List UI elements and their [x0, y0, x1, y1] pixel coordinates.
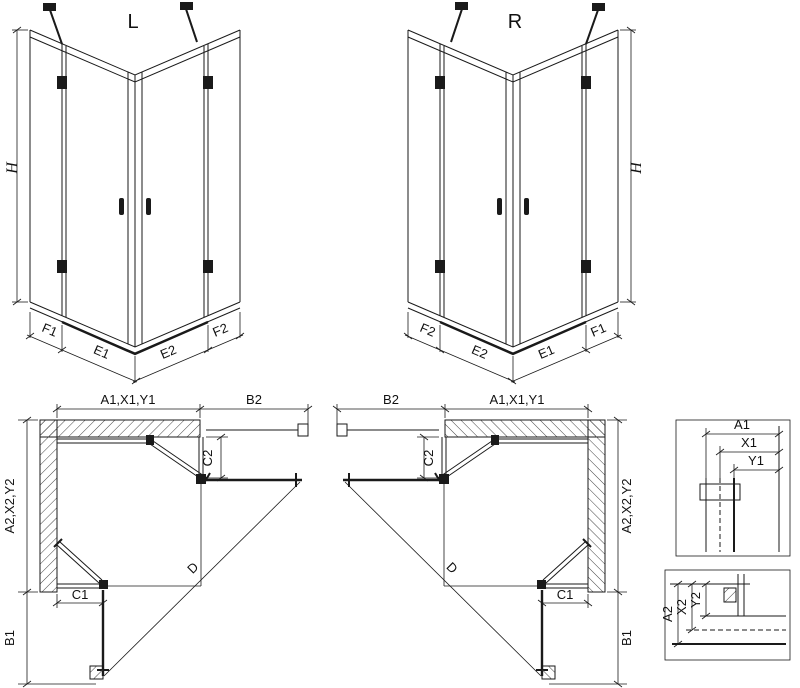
plan-dim-b2: B2 — [246, 392, 262, 407]
detail-dim-x1: X1 — [741, 435, 757, 450]
plan-view-right: B2 A1,X1,Y1 C2 A2,X2,Y2 C1 D B1 — [333, 392, 634, 687]
dim-label-f2: F2 — [210, 320, 230, 340]
detail-top-border — [675, 419, 791, 557]
dim-label-f1: F1 — [40, 320, 60, 340]
front-view-right: R H F2 E2 E1 F1 — [404, 2, 645, 384]
detail-view-top: A1 X1 Y1 — [675, 417, 791, 557]
plan-view-left: A1,X1,Y1 B2 C2 A2,X2,Y2 C1 D B1 — [2, 392, 312, 687]
detail-dim-a1: A1 — [734, 417, 750, 432]
height-dim-label: H — [4, 161, 21, 175]
detail-bottom-border — [664, 569, 791, 661]
variant-label-left: L — [127, 11, 138, 33]
plan-dim-a2x2y2: A2,X2,Y2 — [2, 479, 17, 534]
floor-profile-section — [672, 574, 786, 645]
dim-label-e1: E1 — [92, 342, 113, 362]
plan-dim-c2: C2 — [200, 450, 215, 467]
detail-view-bottom: A2 X2 Y2 — [660, 569, 791, 661]
plan-dim-b1: B1 — [2, 630, 17, 646]
detail-dim-a2: A2 — [660, 606, 675, 622]
plan-dim-b2: B2 — [383, 392, 399, 407]
dim-label-e2: E2 — [470, 342, 491, 362]
front-view-left: L H F1 E1 E2 F2 — [4, 2, 244, 384]
dim-label-e2: E2 — [158, 342, 179, 362]
detail-dim-y2: Y2 — [688, 592, 703, 608]
detail-dim-x2: X2 — [674, 599, 689, 615]
height-dim-label: H — [628, 161, 645, 175]
plan-dim-d: D — [444, 559, 461, 576]
plan-dim-a1x1y1: A1,X1,Y1 — [490, 392, 545, 407]
plan-dim-c1: C1 — [72, 587, 89, 602]
plan-dim-a1x1y1: A1,X1,Y1 — [101, 392, 156, 407]
plan-dim-c1: C1 — [557, 587, 574, 602]
plan-dim-a2x2y2: A2,X2,Y2 — [619, 479, 634, 534]
plan-dim-d: D — [184, 559, 201, 576]
plan-dim-b1: B1 — [619, 630, 634, 646]
variant-label-right: R — [508, 11, 522, 33]
dim-label-f2: F2 — [418, 320, 438, 340]
plan-dim-c2: C2 — [421, 450, 436, 467]
dim-label-e1: E1 — [536, 342, 557, 362]
wall-profile-section — [699, 478, 741, 552]
dim-label-f1: F1 — [588, 320, 608, 340]
detail-dim-y1: Y1 — [748, 453, 764, 468]
